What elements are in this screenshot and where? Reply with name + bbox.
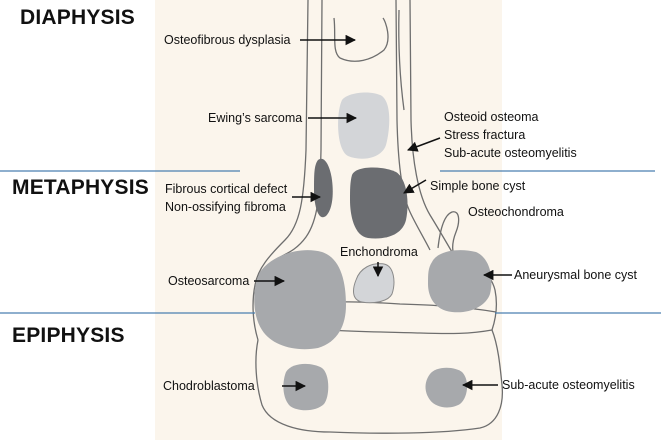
arrows	[254, 34, 512, 392]
right-cortex-outer	[409, 0, 453, 253]
growth-plate-inner	[329, 329, 493, 335]
left-cortex-outer	[254, 0, 309, 286]
arrow-osteoid-osteoma	[407, 137, 441, 152]
right-cortex-inner	[395, 0, 431, 251]
zone-label-diaphysis: DIAPHYSIS	[20, 6, 135, 29]
subacute-osteomyelitis-epiphysis-lesion	[425, 367, 468, 408]
chondroblastoma-lesion	[283, 363, 329, 411]
label-osteochondroma: Osteochondroma	[468, 205, 564, 219]
label-enchondroma: Enchondroma	[340, 245, 418, 259]
fibrous-cortical-defect-lesion	[314, 158, 333, 218]
label-chondroblastoma: Chodroblastoma	[163, 379, 255, 393]
label-osteoid-osteoma: Osteoid osteoma	[444, 110, 539, 124]
simple-bone-cyst-lesion	[350, 167, 408, 239]
ewings-sarcoma-lesion	[338, 92, 390, 159]
label-non-ossifying-fibroma: Non-ossifying fibroma	[165, 200, 286, 214]
metaphysis-flare-left	[252, 284, 259, 341]
label-subacute-osteomyelitis-diaphysis: Sub-acute osteomyelitis	[444, 146, 577, 160]
osteosarcoma-lesion	[254, 250, 346, 350]
zone-label-epiphysis: EPIPHYSIS	[12, 324, 125, 347]
label-simple-bone-cyst: Simple bone cyst	[430, 179, 526, 193]
label-stress-fractura: Stress fractura	[444, 128, 526, 142]
zone-label-metaphysis: METAPHYSIS	[12, 176, 149, 199]
aneurysmal-bone-cyst-lesion	[428, 250, 492, 313]
arrow-simple-bone-cyst	[403, 179, 427, 194]
osteofibrous-dysplasia-lesion	[333, 17, 389, 62]
enchondroma-lesion	[353, 263, 395, 304]
label-fibrous-cortical-defect: Fibrous cortical defect	[165, 182, 288, 196]
label-osteofibrous-dysplasia: Osteofibrous dysplasia	[164, 33, 291, 47]
label-ewings-sarcoma: Ewing’s sarcoma	[208, 111, 303, 125]
label-aneurysmal-bone-cyst: Aneurysmal bone cyst	[514, 268, 637, 282]
epiphysis-outline	[255, 329, 504, 434]
osteochondroma-stalk	[437, 211, 460, 257]
label-osteosarcoma: Osteosarcoma	[168, 274, 250, 288]
medullary-line	[398, 9, 405, 111]
label-subacute-osteomyelitis-epiphysis: Sub-acute osteomyelitis	[502, 378, 635, 392]
